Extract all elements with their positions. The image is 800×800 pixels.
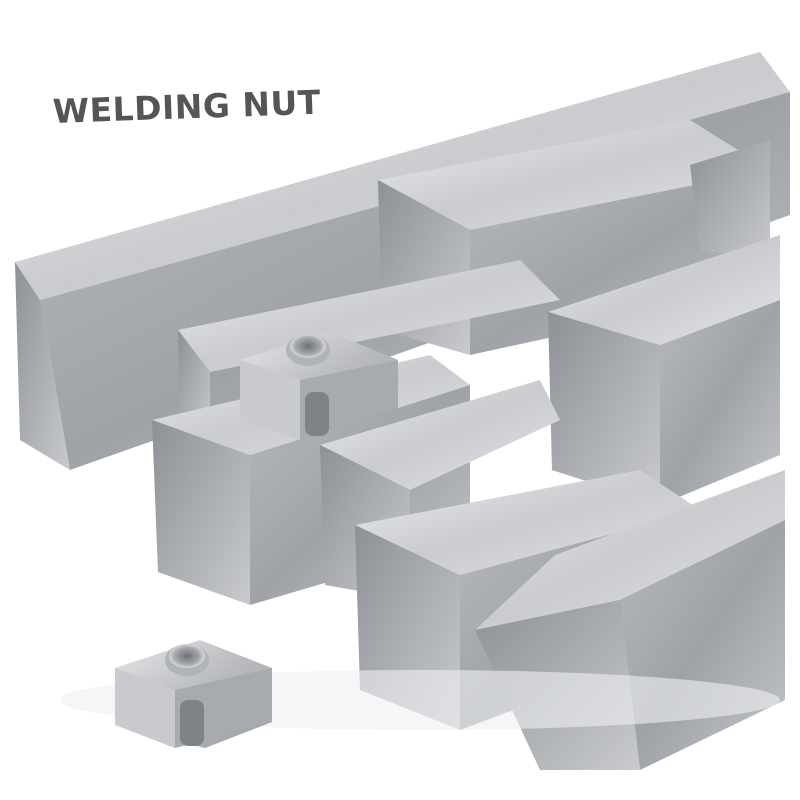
welding-nut-lower bbox=[115, 640, 272, 748]
welding-nut-upper bbox=[240, 332, 398, 440]
steel-tube-right bbox=[548, 235, 780, 505]
